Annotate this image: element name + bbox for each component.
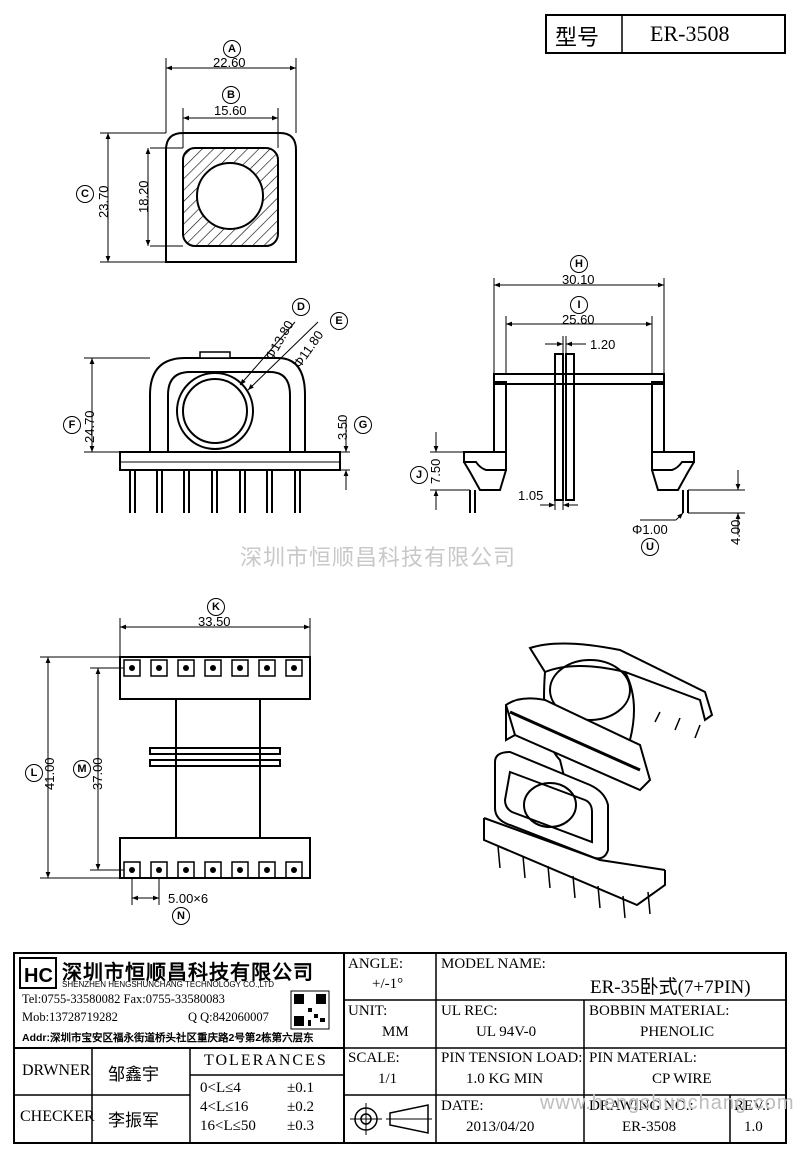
bottom-view-dimensions	[40, 618, 311, 905]
dim-c-inner-value: 18.20	[136, 180, 151, 213]
dim-c-marker: C	[76, 185, 94, 203]
dim-m-value: 37.00	[90, 757, 105, 790]
model-name-value: ER-35卧式(7+7PIN)	[590, 977, 751, 998]
tolerance-range-1: 0<L≤4	[200, 1080, 241, 1096]
scale-value: 1/1	[378, 1071, 398, 1087]
dim-u-value: Φ1.00	[632, 522, 668, 537]
dim-n-value: 5.00×6	[168, 891, 209, 906]
dim-h-value: 30.10	[562, 272, 595, 287]
dim-e-marker: E	[330, 312, 348, 330]
dim-l-marker: L	[25, 764, 43, 782]
drawer-value: 邹鑫宇	[108, 1065, 159, 1084]
unit-value: MM	[382, 1024, 409, 1040]
dim-k-marker: K	[207, 598, 225, 616]
dim-j-value: 7.50	[428, 458, 443, 484]
pin-tension-value: 1.0 KG MIN	[466, 1071, 544, 1087]
tolerance-value-2: ±0.2	[287, 1099, 314, 1115]
company-mobile: Mob:13728719282	[22, 1010, 118, 1024]
date-label: DATE:	[441, 1098, 484, 1114]
bobbin-material-value: PHENOLIC	[640, 1024, 715, 1040]
model-value: ER-3508	[650, 21, 730, 46]
unit-label: UNIT:	[348, 1003, 388, 1019]
dim-b-marker: B	[222, 86, 240, 104]
isometric-view	[483, 642, 714, 919]
angle-label: ANGLE:	[348, 956, 403, 972]
model-header-box	[545, 14, 786, 54]
pin-tension-label: PIN TENSION LOAD:	[441, 1050, 583, 1066]
tolerance-range-3: 16<L≤50	[200, 1118, 256, 1134]
dim-h-marker: H	[570, 255, 588, 273]
date-value: 2013/04/20	[466, 1119, 535, 1135]
checker-value: 李振军	[108, 1111, 159, 1130]
company-address: Addr:深圳市宝安区福永街道桥头社区重庆路2号第2栋第六层东	[22, 1032, 314, 1044]
dim-i-marker: I	[570, 296, 588, 314]
svg-text:HC: HC	[24, 965, 53, 987]
rev-label: REV.:	[734, 1098, 770, 1114]
dim-u-marker: U	[641, 538, 659, 556]
ul-rec-value: UL 94V-0	[476, 1024, 537, 1040]
company-qq: Q Q:842060007	[188, 1010, 269, 1024]
dim-c-value: 23.70	[96, 185, 111, 218]
company-name: 深圳市恒顺昌科技有限公司	[62, 962, 314, 984]
company-name-en: SHENZHEN HENGSHUNCHANG TECHNOLOGY CO.,LT…	[62, 980, 275, 989]
drawing-no-value: ER-3508	[622, 1119, 677, 1135]
dim-k-value: 33.50	[198, 614, 231, 629]
drawing-no-label: DRAWING NO.:	[589, 1098, 694, 1114]
bottom-view	[119, 656, 311, 879]
qr-code	[290, 990, 330, 1030]
dim-m-marker: M	[73, 760, 91, 778]
model-label: 型号	[555, 25, 600, 50]
dim-g-value: 3.50	[335, 414, 350, 440]
tolerance-value-3: ±0.3	[287, 1118, 314, 1134]
front-view	[119, 351, 341, 513]
dim-pin-length: 4.00	[728, 519, 743, 545]
dim-l-value: 41.00	[42, 757, 57, 790]
top-view	[150, 132, 297, 263]
watermark-center: 深圳市恒顺昌科技有限公司	[240, 545, 517, 570]
rev-value: 1.0	[744, 1119, 763, 1135]
drawer-label: DRWNER	[22, 1062, 91, 1079]
pin-material-value: CP WIRE	[652, 1071, 712, 1087]
dim-f-marker: F	[63, 416, 81, 434]
dim-j-marker: J	[410, 466, 428, 484]
company-tel-fax: Tel:0755-33580082 Fax:0755-33580083	[22, 992, 225, 1006]
dim-i-thickness: 1.20	[590, 337, 616, 352]
bobbin-material-label: BOBBIN MATERIAL:	[589, 1003, 730, 1019]
dim-b-value: 15.60	[214, 103, 247, 118]
top-view-dimensions	[100, 58, 297, 263]
side-view-dimensions	[430, 278, 745, 535]
dim-a-value: 22.60	[213, 55, 246, 70]
dim-d-marker: D	[292, 298, 310, 316]
tolerance-range-2: 4<L≤16	[200, 1099, 249, 1115]
dim-f-value: 24.70	[82, 410, 97, 443]
angle-value: +/-1°	[372, 976, 404, 992]
dim-j-wall: 1.05	[518, 488, 544, 503]
checker-label: CHECKER	[20, 1108, 95, 1125]
tolerances-title: TOLERANCES	[204, 1052, 328, 1069]
model-name-label: MODEL NAME:	[441, 956, 546, 972]
side-view	[463, 353, 695, 513]
scale-label: SCALE:	[348, 1050, 400, 1066]
dim-a-marker: A	[223, 40, 241, 58]
dim-g-marker: G	[354, 416, 372, 434]
tolerance-value-1: ±0.1	[287, 1080, 314, 1096]
front-view-dimensions	[84, 321, 350, 490]
ul-rec-label: UL REC:	[441, 1003, 498, 1019]
dim-n-marker: N	[172, 907, 190, 925]
title-block-grid	[13, 952, 787, 1144]
pin-material-label: PIN MATERIAL:	[589, 1050, 697, 1066]
watermark-url: www.hengshunchang.com	[540, 1092, 795, 1114]
dim-i-value: 25.60	[562, 312, 595, 327]
company-logo: HC	[19, 957, 57, 989]
